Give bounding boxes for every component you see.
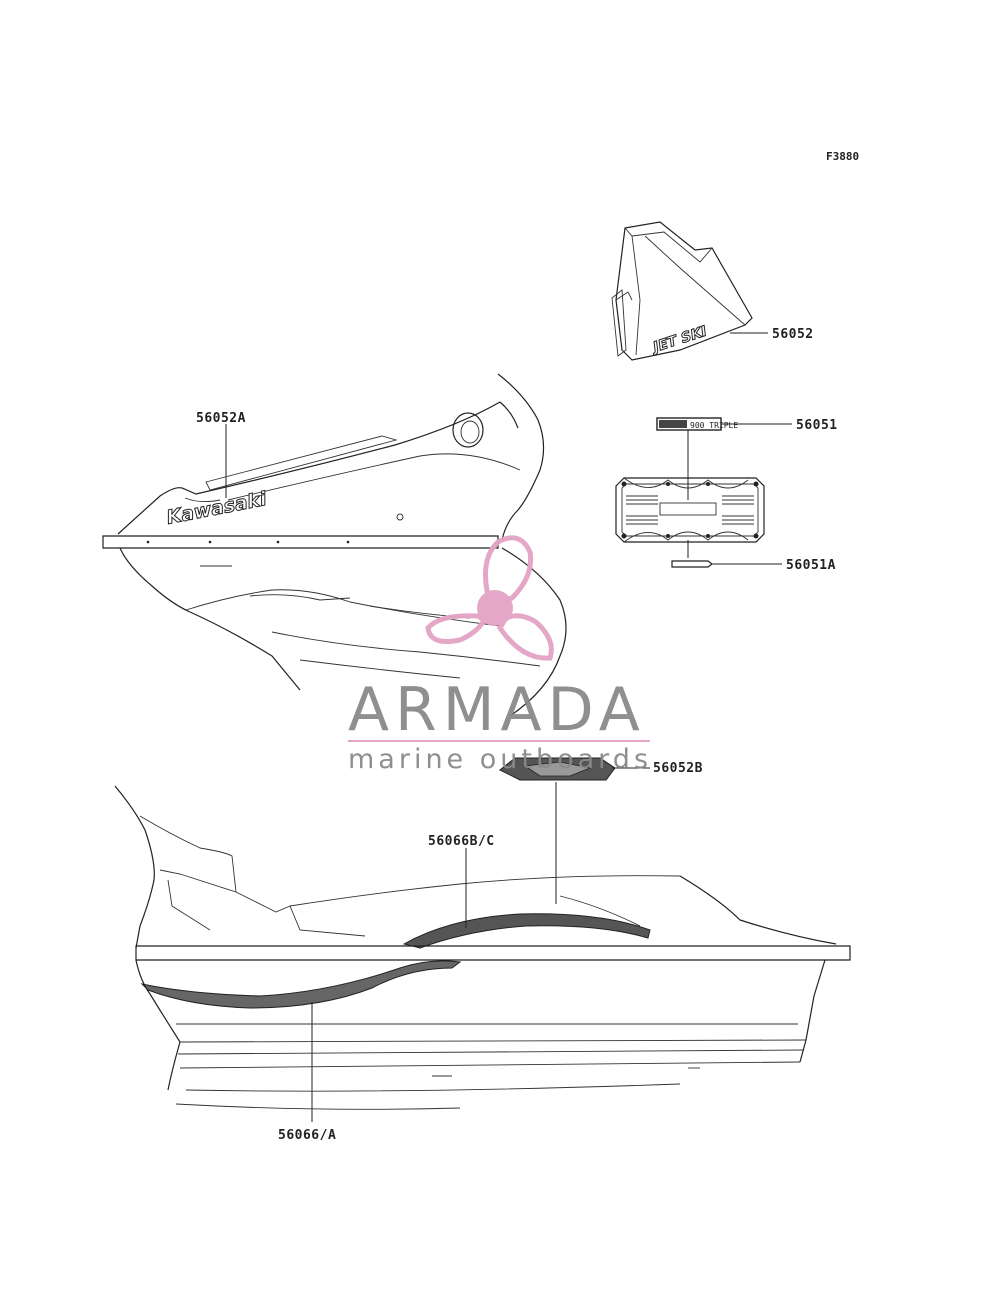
emblem-base-strip xyxy=(671,560,713,568)
emblem-base-panel xyxy=(615,477,765,543)
jetski-cowl-part: JET SKI xyxy=(611,221,753,361)
callout-56052a: 56052A xyxy=(196,411,246,426)
jetski-decal-text: JET SKI xyxy=(648,323,708,356)
callout-56052: 56052 xyxy=(772,327,814,342)
callout-56051a: 56051A xyxy=(786,558,836,573)
callout-56051: 56051 xyxy=(796,418,838,433)
callout-56066a: 56066/A xyxy=(278,1128,336,1143)
watermark-tagline: marine outboards xyxy=(348,744,652,775)
figure-code: F3880 xyxy=(826,150,859,163)
callout-56052b: 56052B xyxy=(653,761,703,776)
watermark: ARMADA marine outboards xyxy=(348,535,652,775)
watermark-brand: ARMADA xyxy=(348,675,646,745)
propeller-icon xyxy=(425,535,554,661)
top-emblem-part xyxy=(499,757,616,781)
triple-emblem-text: 900 TRIPLE xyxy=(690,421,738,430)
kawasaki-decal-text: Kawasaki xyxy=(165,488,269,529)
callout-56066bc: 56066B/C xyxy=(428,834,495,849)
